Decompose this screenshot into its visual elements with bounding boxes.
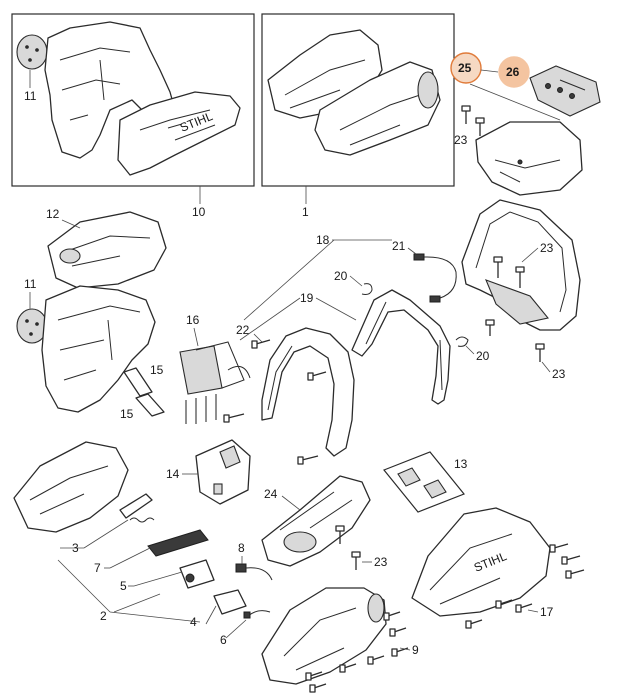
label-11-top: 11 (24, 89, 37, 103)
badge-26[interactable] (498, 56, 530, 88)
label-5: 5 (120, 579, 127, 593)
strip-15-lower[interactable] (135, 393, 165, 417)
label-2: 2 (100, 609, 107, 623)
label-9: 9 (412, 643, 419, 657)
label-24: 24 (264, 487, 278, 501)
spring-7[interactable] (129, 517, 155, 523)
handle-housing-bottom[interactable] (261, 587, 387, 685)
housing-bottom-right[interactable]: STIHL (411, 507, 551, 617)
screws-22[interactable] (223, 339, 327, 465)
screws-23-frame[interactable] (485, 256, 545, 362)
screw-23-cover[interactable] (461, 105, 485, 136)
strip-15-upper[interactable] (123, 367, 153, 397)
label-21: 21 (392, 239, 406, 253)
label-4: 4 (190, 615, 197, 629)
label-18: 18 (316, 233, 330, 247)
label-23-frame-top: 23 (540, 241, 554, 255)
label-6: 6 (220, 633, 227, 647)
pads-13[interactable] (383, 451, 465, 513)
label-23-cover: 23 (454, 133, 468, 147)
frame-housing-assembly-10 (11, 13, 255, 187)
label-15-lower: 15 (120, 407, 134, 421)
electronic-module-16[interactable] (179, 341, 251, 424)
cover-24[interactable] (261, 475, 371, 567)
screws-9[interactable] (305, 611, 409, 693)
label-20-right: 20 (476, 349, 490, 363)
top-cover-25[interactable] (475, 121, 583, 196)
switch-2[interactable] (179, 559, 215, 589)
housing-shell-box10[interactable]: STIHL (16, 21, 241, 176)
lever-5[interactable] (147, 529, 209, 557)
cable-21[interactable] (413, 253, 457, 303)
bow-handle-18[interactable] (351, 289, 451, 405)
screws-23-lower[interactable] (335, 525, 361, 570)
label-23-lower: 23 (374, 555, 388, 569)
screws-17[interactable] (465, 543, 585, 629)
label-7: 7 (94, 561, 101, 575)
label-10: 10 (192, 205, 206, 219)
handle-frame-right[interactable] (461, 199, 581, 331)
handle-housing-box1[interactable] (267, 29, 441, 156)
label-3: 3 (72, 541, 79, 555)
label-8: 8 (238, 541, 245, 555)
label-12: 12 (46, 207, 60, 221)
label-13: 13 (454, 457, 468, 471)
clip-20-right[interactable] (455, 336, 469, 347)
label-14: 14 (166, 467, 180, 481)
label-plate-26[interactable] (529, 65, 601, 117)
label-23-frame-bottom: 23 (552, 367, 566, 381)
housing-half-left[interactable] (41, 285, 156, 413)
label-20-top: 20 (334, 269, 348, 283)
seal-disc-11[interactable] (16, 308, 48, 344)
label-1: 1 (302, 205, 309, 219)
frame-housing-assembly-1 (261, 13, 455, 187)
label-15-upper: 15 (150, 363, 164, 377)
lever-4[interactable] (213, 589, 247, 615)
badge-25[interactable] (450, 52, 482, 84)
badge-26-label: 26 (506, 65, 520, 79)
label-22: 22 (236, 323, 250, 337)
part-14-switch-cover[interactable] (195, 439, 251, 505)
housing-lower-left[interactable] (13, 441, 129, 533)
trigger-3[interactable] (119, 493, 153, 519)
label-17: 17 (540, 605, 554, 619)
bow-handle-19[interactable] (261, 327, 355, 457)
label-16: 16 (186, 313, 200, 327)
cover-12[interactable] (47, 211, 167, 289)
badge-25-label: 25 (458, 61, 472, 75)
label-11-mid: 11 (24, 277, 37, 291)
label-19: 19 (300, 291, 314, 305)
cable-6[interactable] (243, 610, 271, 619)
connector-8[interactable] (235, 563, 273, 581)
clip-20-top[interactable] (361, 283, 373, 295)
